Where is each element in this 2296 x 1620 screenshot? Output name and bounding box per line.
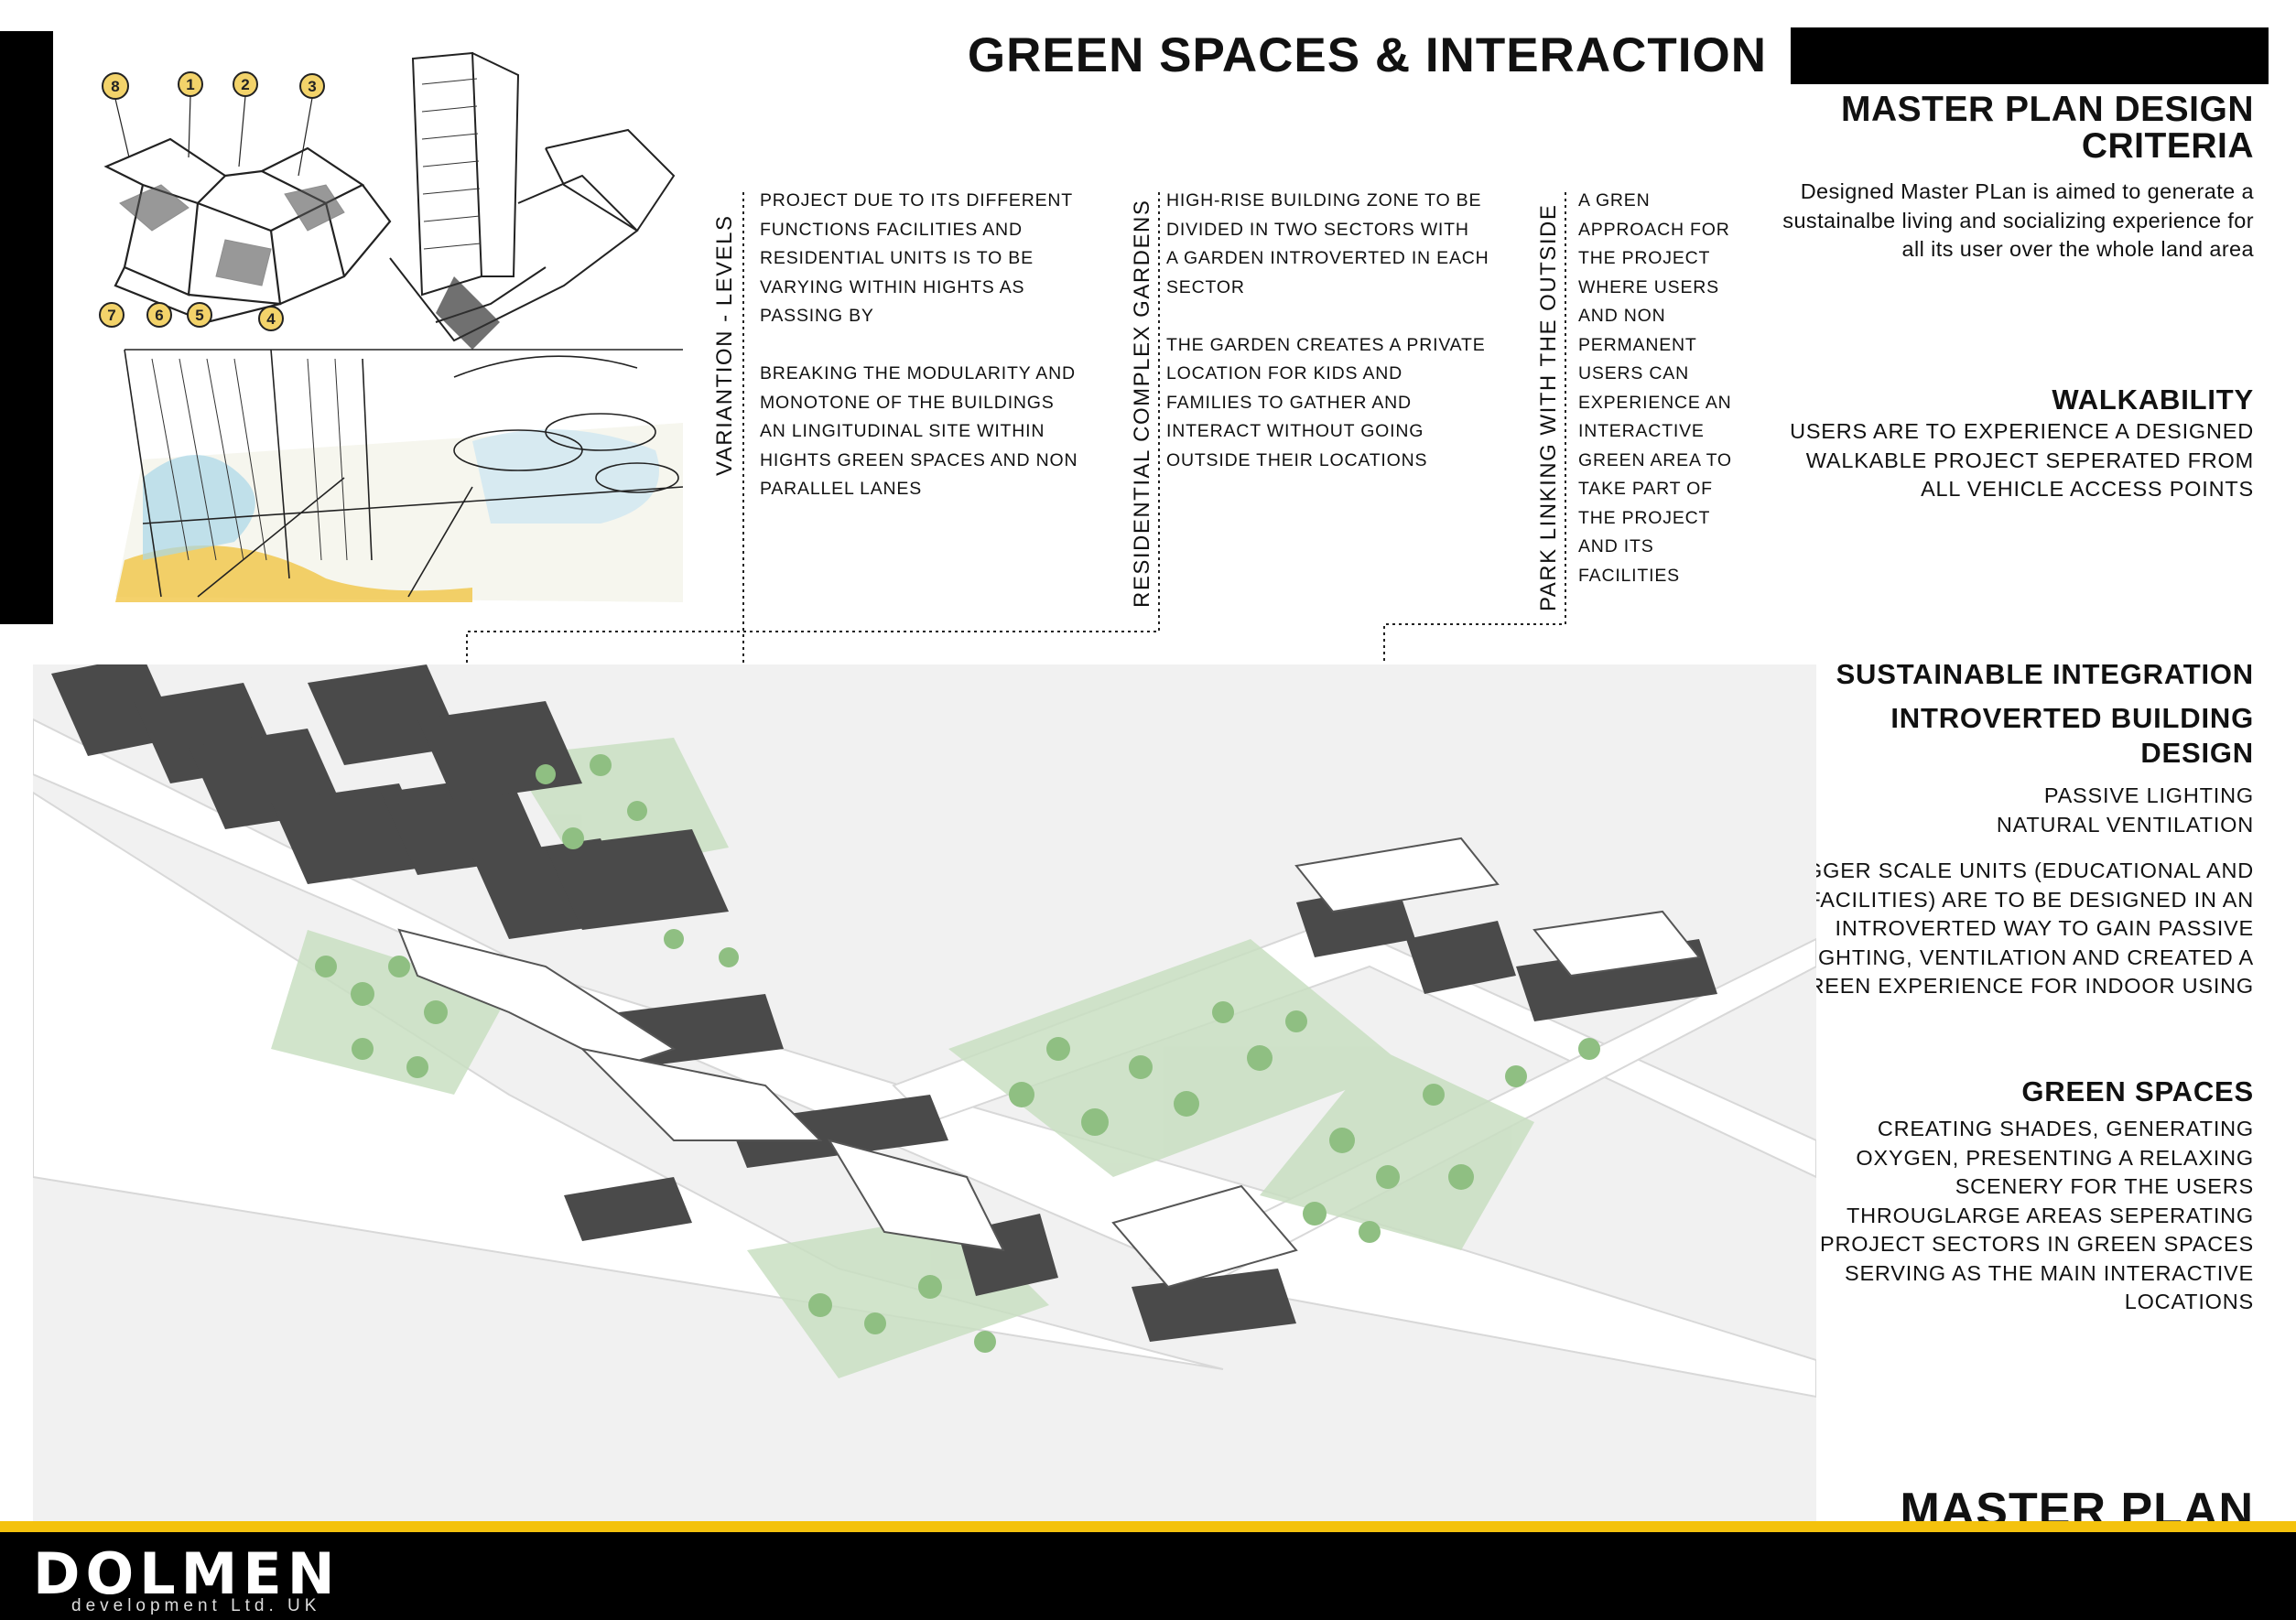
walkability-heading: WALKABILITY xyxy=(2052,383,2254,416)
concept-sketches: 8 1 2 3 7 6 5 4 xyxy=(88,48,684,602)
column-text-park: A GREN APPROACH FOR THE PROJECT WHERE US… xyxy=(1578,190,1732,586)
sketch-marker-5: 5 xyxy=(195,307,203,324)
sketch-marker-4: 4 xyxy=(266,310,276,328)
green-spaces-heading: GREEN SPACES xyxy=(2021,1075,2254,1107)
introverted-heading-line1: INTROVERTED BUILDING xyxy=(1890,702,2254,734)
sustainable-heading: SUSTAINABLE INTEGRATION xyxy=(1836,658,2254,690)
footer-bar xyxy=(0,1532,2296,1620)
passive-lighting: PASSIVE LIGHTING xyxy=(2043,783,2254,807)
left-accent-bar xyxy=(0,31,53,624)
criteria-title-line1: MASTER PLAN DESIGN xyxy=(1840,90,2254,129)
leader-gardens xyxy=(466,192,1160,787)
introverted-text: BIGGER SCALE UNITS (EDUCATIONAL AND FACI… xyxy=(1783,859,2254,998)
natural-ventilation: NATURAL VENTILATION xyxy=(1996,813,2254,837)
sketch-marker-3: 3 xyxy=(308,78,316,95)
walkability-text: USERS ARE TO EXPERIENCE A DESIGNED WALKA… xyxy=(1790,419,2254,501)
sketch-marker-1: 1 xyxy=(186,76,194,93)
column-text-variation: PROJECT DUE TO ITS DIFFERENT FUNCTIONS F… xyxy=(760,190,1078,499)
green-spaces-text: CREATING SHADES, GENERATING OXYGEN, PRES… xyxy=(1819,1117,2254,1313)
footer-accent-stripe xyxy=(0,1521,2296,1532)
sketch-drawing: 8 1 2 3 7 6 5 4 xyxy=(99,51,684,602)
sketch-marker-7: 7 xyxy=(107,307,115,324)
criteria-intro: Designed Master PLan is aimed to generat… xyxy=(1782,179,2254,261)
master-plan-drawing xyxy=(32,655,1817,1521)
sketch-marker-8: 8 xyxy=(111,78,119,95)
criteria-title-line2: CRITERIA xyxy=(2081,126,2254,166)
master-plan-axonometric xyxy=(32,655,1817,1521)
dolmen-logo-subtitle: development Ltd. UK xyxy=(71,1596,321,1615)
sketch-marker-6: 6 xyxy=(155,307,163,324)
page-title: GREEN SPACES & INTERACTION xyxy=(967,28,1767,82)
column-text-gardens: HIGH-RISE BUILDING ZONE TO BE DIVIDED IN… xyxy=(1166,190,1489,470)
sketch-marker-2: 2 xyxy=(241,76,249,93)
title-accent-bar xyxy=(1791,27,2269,84)
dolmen-logo: DOLMEN xyxy=(33,1540,341,1607)
introverted-heading-line2: DESIGN xyxy=(2140,737,2254,769)
